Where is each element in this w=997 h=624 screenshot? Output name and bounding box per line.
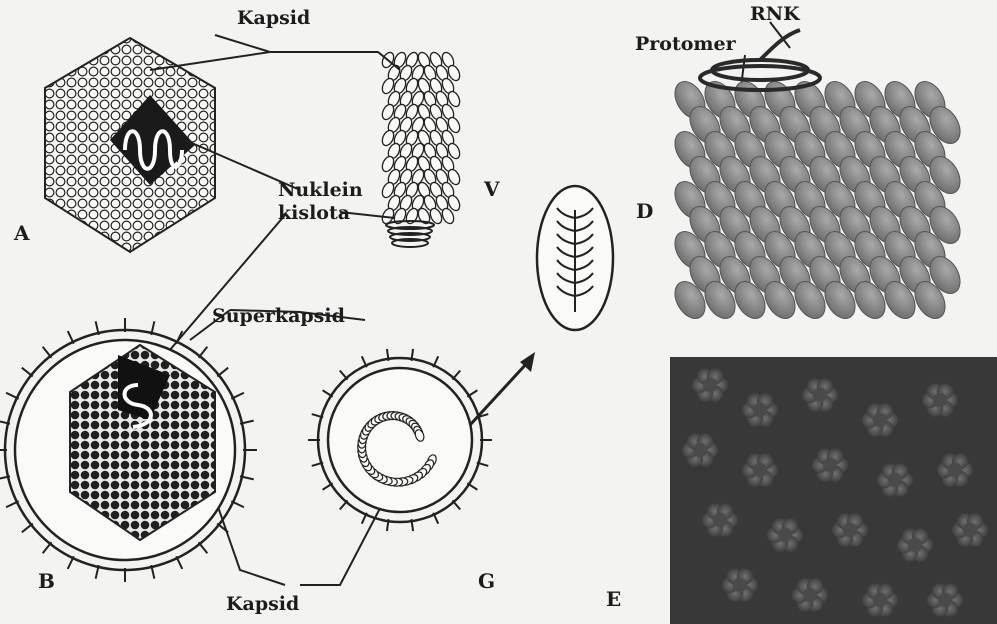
label-a: A [13,221,30,245]
label-kislota: kislota [278,202,350,224]
label-d: D [636,199,653,223]
label-v: V [483,177,500,201]
protomer-cylinder-d [669,30,967,324]
label-e: E [606,587,621,611]
label-nuklein: Nuklein [278,179,363,201]
label-kapsid-bottom: Kapsid [226,593,299,615]
enveloped-virus-g [308,349,492,531]
arrow-to-inset [470,352,535,425]
helix-inset-oval [537,186,613,330]
label-protomer: Protomer [635,33,737,55]
micrograph-e [670,357,997,624]
label-rnk: RNK [750,3,801,25]
label-superkapsid: Superkapsid [212,305,345,327]
label-b: B [38,569,55,593]
enveloped-virus-b [0,318,257,582]
capsid-a-drawing [45,38,215,252]
label-kapsid-top: Kapsid [237,7,310,29]
label-g: G [478,569,495,593]
